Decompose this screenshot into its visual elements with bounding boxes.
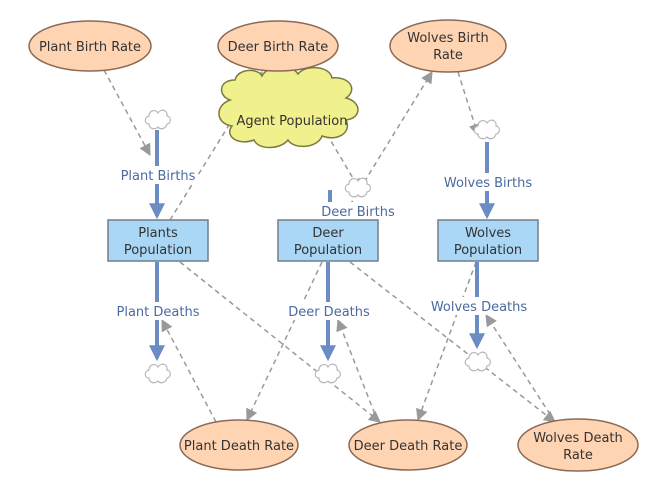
rate-plant-birth[interactable]: Plant Birth Rate [28, 20, 152, 72]
stock-deer-label-line1: Deer [312, 226, 344, 241]
flow-label-deer-births: Deer Births [321, 205, 395, 220]
cloud-icon [473, 119, 500, 140]
cloud-icon [464, 351, 491, 372]
rate-deer-birth-label: Deer Birth Rate [228, 40, 329, 55]
rate-wolves-birth-label-line2: Rate [433, 48, 463, 63]
flow-label-plant-births: Plant Births [121, 169, 196, 184]
rate-wolves-death-label-line1: Wolves Death [533, 431, 623, 446]
rate-plant-death[interactable]: Plant Death Rate [179, 419, 299, 471]
agent-population-cloud[interactable]: Agent Population [218, 66, 359, 149]
flow-labels: Plant Births Deer Births Wolves Births P… [116, 166, 534, 320]
link-wolves-birth-rate-to-wolves-births [457, 71, 481, 137]
stock-wolves-label-line1: Wolves [465, 226, 511, 241]
stock-deer-label-line2: Population [294, 243, 362, 258]
link-plant-birth-rate-to-plant-births [103, 69, 151, 157]
stock-wolves[interactable]: Wolves Population [437, 219, 539, 262]
rate-wolves-death-label-line2: Rate [563, 448, 593, 463]
link-wolves-to-deer-death-rate [416, 261, 477, 422]
cloud-icon [144, 363, 171, 384]
link-wolves-death-rate-to-wolves-deaths [485, 313, 556, 423]
flow-label-wolves-births: Wolves Births [444, 176, 532, 191]
cloud-icon [314, 363, 341, 384]
stock-deer[interactable]: Deer Population [277, 219, 379, 262]
rate-deer-birth[interactable]: Deer Birth Rate [217, 20, 339, 72]
rate-wolves-birth[interactable]: Wolves Birth Rate [389, 19, 507, 73]
rate-deer-death-label: Deer Death Rate [354, 439, 463, 454]
stock-wolves-label-line2: Population [454, 243, 522, 258]
source-sink-clouds [144, 109, 500, 384]
agent-population-label: Agent Population [237, 114, 348, 129]
stock-plants-label-line1: Plants [138, 226, 178, 241]
rate-plant-birth-label: Plant Birth Rate [39, 40, 141, 55]
rate-plant-death-label: Plant Death Rate [184, 439, 294, 454]
rate-wolves-death[interactable]: Wolves Death Rate [517, 418, 639, 472]
link-plant-death-rate-to-plant-deaths [161, 318, 217, 423]
flow-label-plant-deaths: Plant Deaths [117, 305, 200, 320]
flow-label-deer-deaths: Deer Deaths [288, 305, 370, 320]
stock-plants-label-line2: Population [124, 243, 192, 258]
rate-deer-death[interactable]: Deer Death Rate [348, 419, 468, 471]
link-plants-to-deer-death-rate [179, 261, 381, 423]
link-deer-to-plant-death-rate [246, 261, 323, 422]
link-deer-death-rate-to-deer-deaths [336, 318, 379, 423]
link-deer-to-wolves-death-rate [349, 261, 556, 423]
cloud-icon [144, 109, 171, 130]
cloud-icon [344, 177, 371, 198]
rate-wolves-birth-label-line1: Wolves Birth [407, 31, 488, 46]
stock-plants[interactable]: Plants Population [107, 219, 209, 262]
link-deer-to-wolves-birth-rate [349, 70, 433, 206]
flow-label-wolves-deaths: Wolves Deaths [431, 300, 528, 315]
